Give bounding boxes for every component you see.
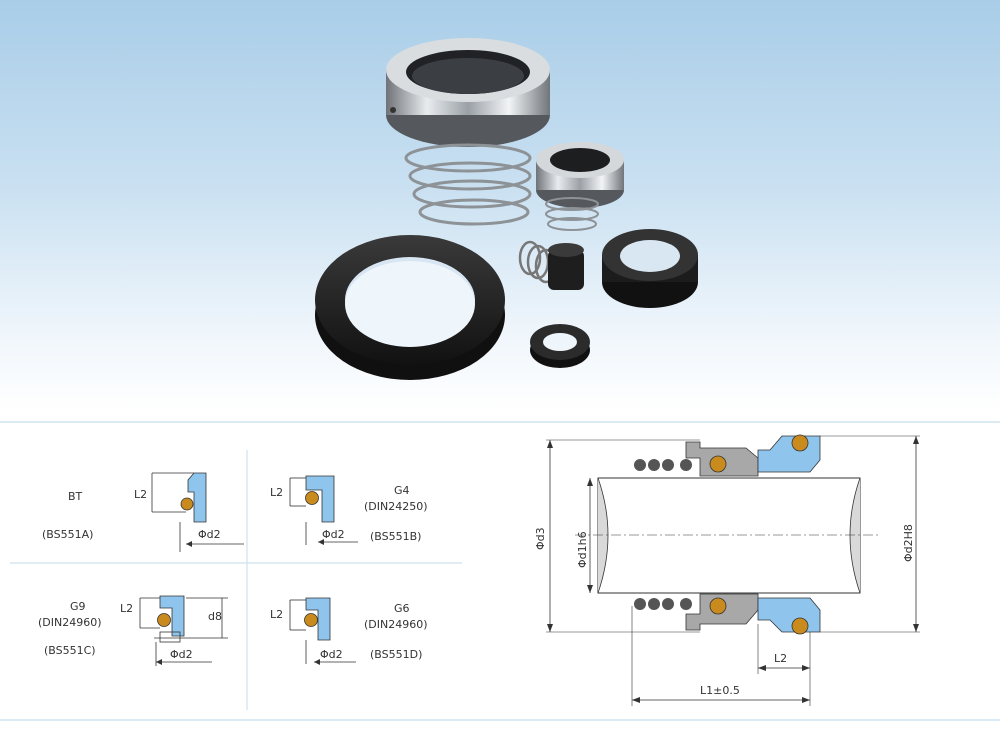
type-g9-name: G9: [70, 600, 86, 613]
type-g6-standard: (BS551D): [370, 648, 422, 661]
type-g6-drawing: L2 Φd2 G6 (DIN24960) (BS551D): [270, 597, 428, 665]
type-g9-d8: d8: [208, 610, 222, 623]
small-seal-head: [536, 142, 624, 231]
small-spring-sleeve: [518, 240, 584, 290]
large-rubber-ring: [315, 235, 505, 380]
technical-drawings: BT (BS551A) L2 Φd2 L2 Φd2 G4 (: [0, 410, 1000, 729]
type-g4-name: G4: [394, 484, 410, 497]
assembly-d2h8: Φd2H8: [902, 524, 915, 562]
type-g4-l2: L2: [270, 486, 283, 499]
large-metal-ring: [386, 38, 550, 147]
type-g9-din: (DIN24960): [38, 616, 102, 629]
assembly-drawing: Φd3 Φd1h6 Φd2H8 L2 L1±0.5: [534, 434, 920, 706]
type-g9-l2: L2: [120, 602, 133, 615]
type-bt-drawing: BT (BS551A) L2 Φd2: [42, 472, 244, 552]
type-bt-name: BT: [68, 490, 83, 503]
assembly-d3: Φd3: [534, 527, 547, 550]
type-g6-name: G6: [394, 602, 410, 615]
small-rubber-ring: [530, 324, 590, 368]
type-g6-l2: L2: [270, 608, 283, 621]
assembly-d1h6: Φd1h6: [576, 531, 589, 568]
type-g4-din: (DIN24250): [364, 500, 428, 513]
rubber-boot-ring: [602, 229, 698, 308]
type-g9-d2: Φd2: [170, 648, 193, 661]
shaft: [597, 477, 861, 594]
assembly-l1: L1±0.5: [700, 684, 740, 697]
type-g4-drawing: L2 Φd2 G4 (DIN24250) (BS551B): [270, 475, 428, 545]
large-spring: [404, 143, 532, 226]
type-g9-drawing: G9 (DIN24960) (BS551C) L2 d8 Φd2: [38, 595, 228, 666]
type-bt-l2: L2: [134, 488, 147, 501]
product-photo: [0, 0, 1000, 410]
type-bt-standard: (BS551A): [42, 528, 93, 541]
type-g4-d2: Φd2: [322, 528, 345, 541]
type-g6-din: (DIN24960): [364, 618, 428, 631]
type-g6-d2: Φd2: [320, 648, 343, 661]
type-g9-standard: (BS551C): [44, 644, 96, 657]
technical-drawings-svg: BT (BS551A) L2 Φd2 L2 Φd2 G4 (: [0, 421, 1000, 721]
assembly-l2: L2: [774, 652, 787, 665]
type-g4-standard: (BS551B): [370, 530, 421, 543]
lower-seal-section: [634, 593, 821, 635]
seal-components-illustration: [315, 38, 698, 380]
type-bt-d2: Φd2: [198, 528, 221, 541]
upper-seal-section: [634, 434, 821, 477]
